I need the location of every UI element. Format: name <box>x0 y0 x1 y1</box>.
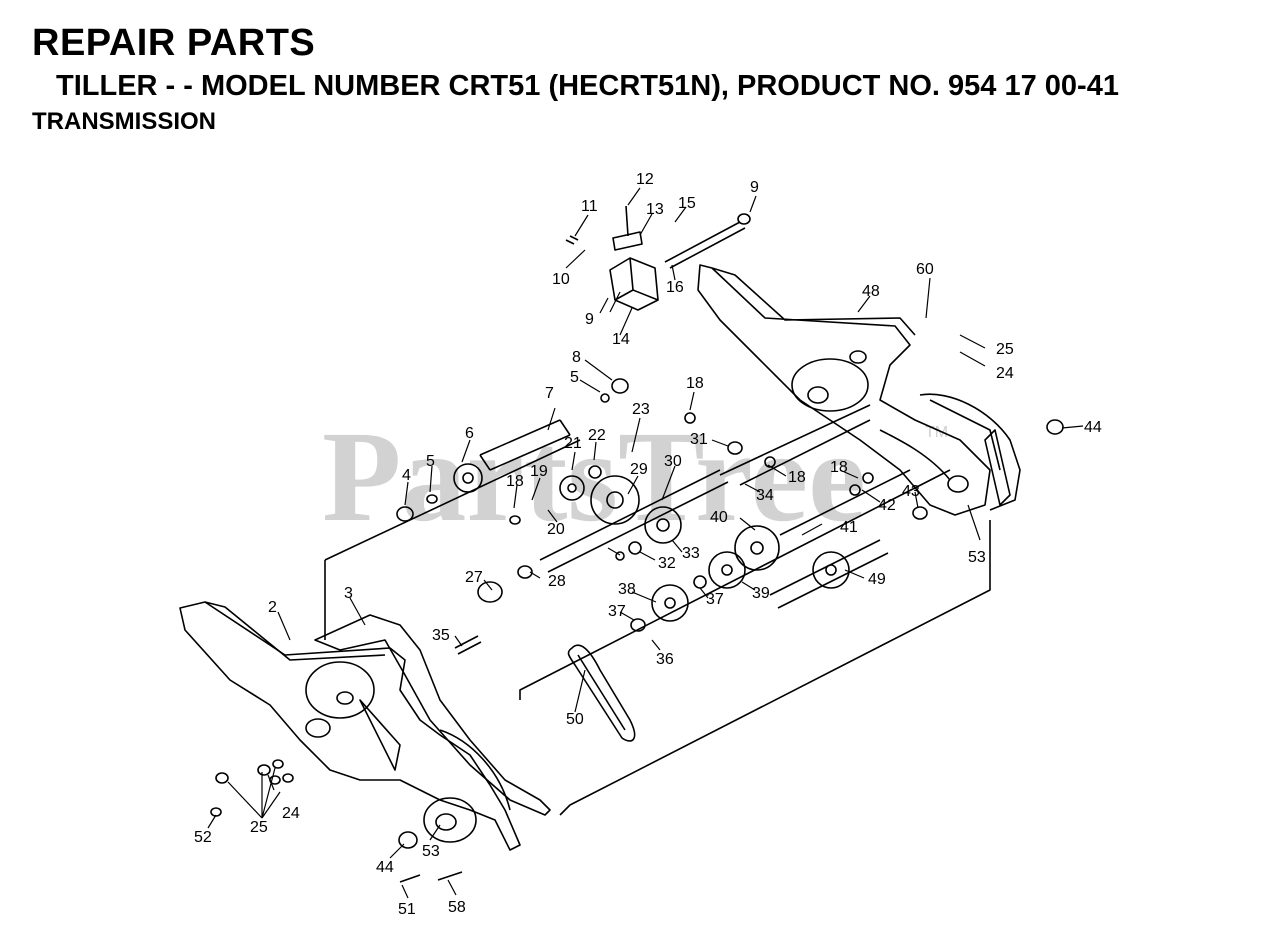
callout-16: 16 <box>666 279 684 296</box>
gasket-outline <box>324 439 991 816</box>
callout-44-left: 44 <box>376 859 394 876</box>
callout-18-right: 18 <box>830 459 848 476</box>
callout-15: 15 <box>678 195 696 212</box>
callout-14: 14 <box>612 331 630 348</box>
left-housing-plate <box>179 601 521 851</box>
callout-8: 8 <box>572 349 581 366</box>
callout-58: 58 <box>448 899 466 916</box>
callout-29: 29 <box>630 461 648 478</box>
callout-18-left: 18 <box>506 473 524 490</box>
callout-24-left: 24 <box>282 805 300 822</box>
callout-40: 40 <box>710 509 728 526</box>
callout-13: 13 <box>646 201 664 218</box>
callout-10: 10 <box>552 271 570 288</box>
callout-23: 23 <box>632 401 650 418</box>
callout-60: 60 <box>916 261 934 278</box>
callout-49: 49 <box>868 571 886 588</box>
watermark-tm: TM <box>925 424 948 441</box>
callout-18-top: 18 <box>686 375 704 392</box>
callout-22: 22 <box>588 427 606 444</box>
callout-27: 27 <box>465 569 483 586</box>
page-title: REPAIR PARTS <box>32 22 316 64</box>
callout-50: 50 <box>566 711 584 728</box>
callout-9-left: 9 <box>585 311 594 328</box>
callout-37-left: 37 <box>608 603 626 620</box>
callout-44-right: 44 <box>1084 419 1102 436</box>
callout-18-mid: 18 <box>788 469 806 486</box>
callout-21: 21 <box>564 435 582 452</box>
callout-41: 41 <box>840 519 858 536</box>
callout-51: 51 <box>398 901 416 918</box>
model-subtitle: TILLER - - MODEL NUMBER CRT51 (HECRT51N)… <box>56 70 1119 102</box>
callout-42: 42 <box>878 497 896 514</box>
callout-25-right: 25 <box>996 341 1014 358</box>
callout-2: 2 <box>268 599 277 616</box>
callout-35: 35 <box>432 627 450 644</box>
side-cover <box>314 614 551 816</box>
callout-20: 20 <box>547 521 565 538</box>
callout-48: 48 <box>862 283 880 300</box>
callout-19: 19 <box>530 463 548 480</box>
callout-25-left: 25 <box>250 819 268 836</box>
drive-chain <box>567 644 636 742</box>
section-title: TRANSMISSION <box>32 108 217 135</box>
callout-9-top: 9 <box>750 179 759 196</box>
callout-5-top: 5 <box>570 369 579 386</box>
callout-53-left: 53 <box>422 843 440 860</box>
diagram-linework <box>179 187 1084 899</box>
callout-52: 52 <box>194 829 212 846</box>
callout-32: 32 <box>658 555 676 572</box>
callout-4: 4 <box>402 467 411 484</box>
callout-24-right: 24 <box>996 365 1014 382</box>
callout-37-right: 37 <box>706 591 724 608</box>
callout-7: 7 <box>545 385 554 402</box>
callout-3: 3 <box>344 585 353 602</box>
watermark-logo: PartsTree <box>322 405 866 549</box>
callout-53-right: 53 <box>968 549 986 566</box>
callout-labels: 12 11 13 15 9 10 16 9 14 60 48 25 24 8 5… <box>194 171 1102 918</box>
callout-6: 6 <box>465 425 474 442</box>
callout-31: 31 <box>690 431 708 448</box>
callout-34: 34 <box>756 487 774 504</box>
callout-43: 43 <box>902 483 920 500</box>
callout-33: 33 <box>682 545 700 562</box>
callout-36: 36 <box>656 651 674 668</box>
callout-11: 11 <box>581 198 598 215</box>
callout-39: 39 <box>752 585 770 602</box>
callout-5-left: 5 <box>426 453 435 470</box>
callout-38: 38 <box>618 581 636 598</box>
callout-12: 12 <box>636 171 654 188</box>
callout-28: 28 <box>548 573 566 590</box>
callout-30: 30 <box>664 453 682 470</box>
